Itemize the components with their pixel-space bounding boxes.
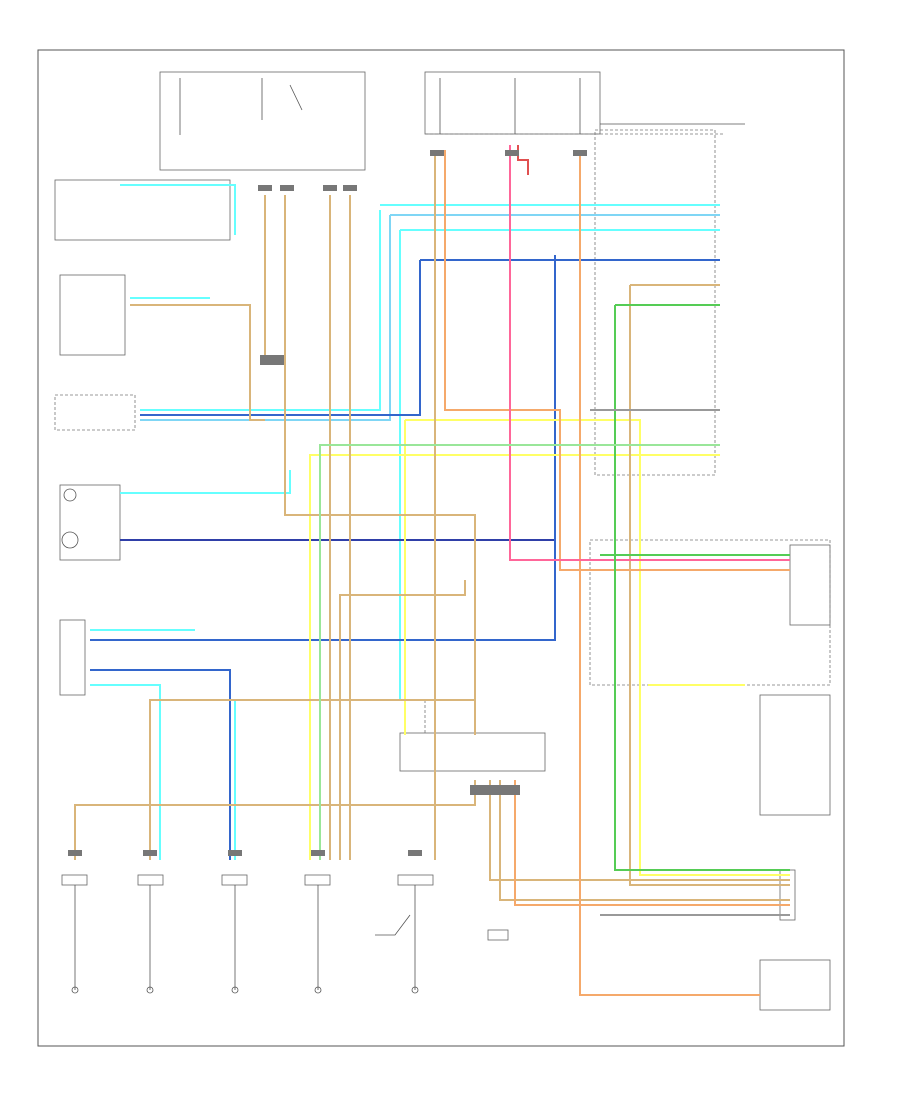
stop-lamp-switch [759, 959, 831, 1011]
lamp-socket-3 [221, 874, 248, 994]
multifunction-switch [594, 129, 716, 476]
instrument-panel-cluster [59, 484, 121, 561]
hazard-switch [59, 619, 86, 696]
bottom-lamp-sockets [61, 874, 509, 994]
brake-switch-box [54, 394, 136, 431]
headlamp-switch [54, 179, 231, 241]
license-lamp-socket [487, 929, 509, 941]
lamp-socket-4 [304, 874, 331, 994]
diagram-frame [37, 49, 845, 1047]
turn-signal-flasher [789, 544, 831, 626]
rear-lamp-assembly [759, 694, 831, 816]
brake-switch-symbol [375, 914, 411, 936]
wire-harness [74, 145, 790, 996]
central-control-module [399, 732, 546, 772]
top-fuse-block [159, 71, 745, 171]
body-control-module [59, 274, 126, 356]
lamp-socket-1 [61, 874, 88, 994]
left-components [54, 179, 231, 696]
lamp-socket-5 [397, 874, 434, 994]
left-turn-indicator-icon [63, 488, 77, 502]
trailer-connector [779, 869, 796, 921]
connector-markers [68, 150, 587, 856]
right-turn-indicator-icon [61, 531, 79, 549]
lamp-socket-2 [137, 874, 164, 994]
hazard-lamp-module [589, 539, 831, 686]
